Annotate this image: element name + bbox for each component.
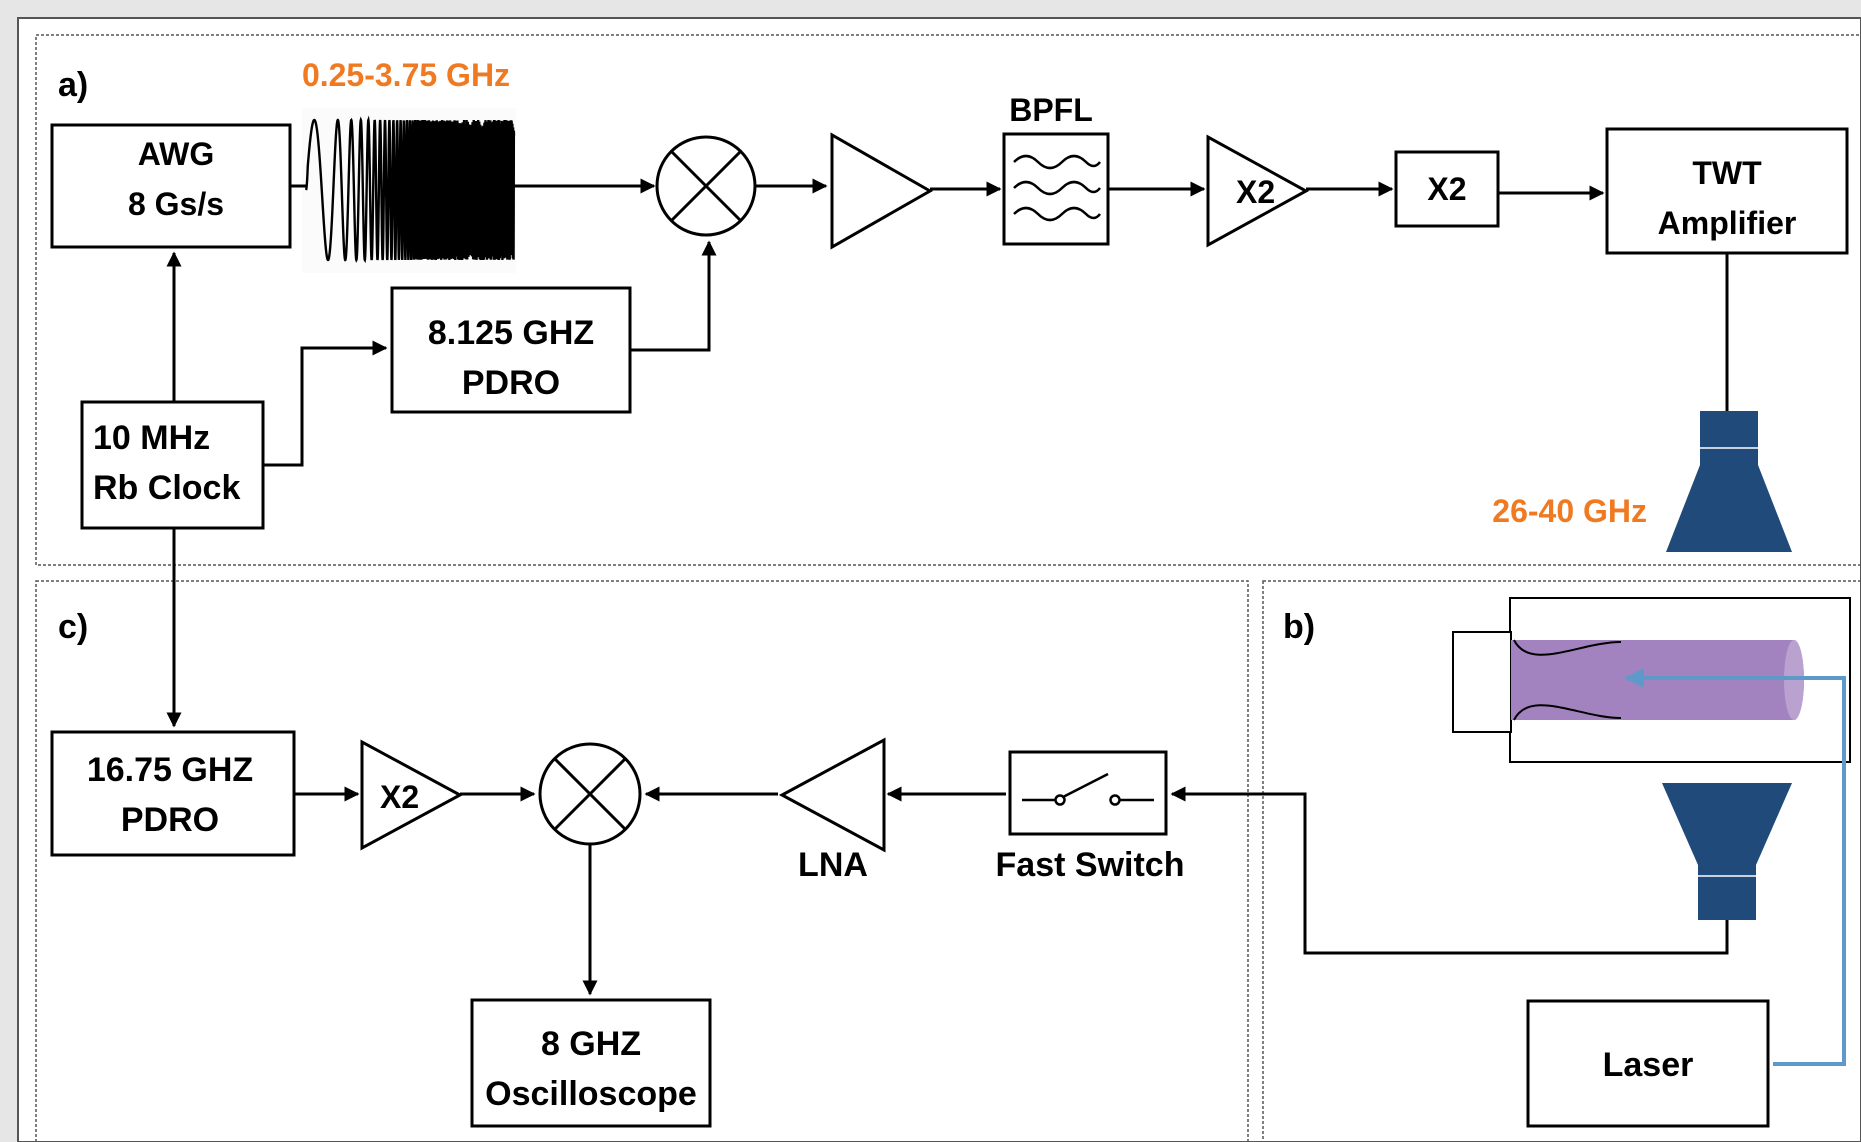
scope-label: Oscilloscope xyxy=(485,1075,697,1113)
pdro1-box xyxy=(390,286,632,414)
doubler-label: X2 xyxy=(1236,174,1275,210)
lo-doubler-label: X2 xyxy=(380,779,419,815)
clock-label: 10 MHz xyxy=(93,419,210,457)
bandpass-filter-icon xyxy=(1002,132,1110,246)
panel-b xyxy=(1262,580,1861,1142)
arrow-pdro1-to-mixer xyxy=(630,240,717,352)
horn-band-label: 26-40 GHz xyxy=(1492,493,1647,529)
panel-c xyxy=(35,580,1249,1142)
awg-label: AWG xyxy=(138,136,214,172)
receive-horn-icon xyxy=(1662,783,1792,920)
multiplier-box xyxy=(1394,150,1500,228)
panel-c-label: c) xyxy=(58,608,88,646)
upconversion-mixer xyxy=(655,135,757,237)
chirp-waveform xyxy=(304,115,516,264)
lna-label: LNA xyxy=(798,846,868,884)
pdro2-box xyxy=(50,730,296,857)
downconversion-mixer xyxy=(538,742,642,846)
arrow-clock-to-pdro1 xyxy=(263,340,388,467)
fast-switch-icon xyxy=(1008,750,1168,836)
pdro1-label: PDRO xyxy=(462,364,560,402)
lna-triangle xyxy=(778,737,886,853)
panel-a xyxy=(35,34,1861,566)
lo-doubler-triangle xyxy=(360,739,464,851)
pdro1-freq: 8.125 GHZ xyxy=(428,314,594,352)
laser-box xyxy=(1526,999,1770,1128)
arrow-horn-to-switch xyxy=(1170,786,1729,955)
panel-a-label: a) xyxy=(58,66,88,104)
transmit-horn-icon xyxy=(1666,411,1792,552)
twt-label-2: Amplifier xyxy=(1658,205,1797,241)
oscilloscope-box xyxy=(470,998,712,1128)
twt-label: TWT xyxy=(1692,155,1762,191)
laser-beam xyxy=(1624,668,1846,1066)
panel-b-label: b) xyxy=(1283,608,1315,646)
amplifier-triangle xyxy=(830,132,934,250)
bpfl-label: BPFL xyxy=(1009,92,1093,128)
pdro2-label: PDRO xyxy=(121,801,219,839)
awg-rate: 8 Gs/s xyxy=(128,186,224,222)
doubler-triangle xyxy=(1206,134,1310,248)
awg-box xyxy=(50,123,292,249)
chirp-band-label: 0.25-3.75 GHz xyxy=(302,57,510,93)
pdro2-freq: 16.75 GHZ xyxy=(87,751,253,789)
clock-label-2: Rb Clock xyxy=(93,469,240,507)
cell-end-cap xyxy=(1452,631,1512,733)
fast-switch-label: Fast Switch xyxy=(996,846,1185,884)
laser-label: Laser xyxy=(1603,1046,1694,1084)
scope-freq: 8 GHZ xyxy=(541,1025,641,1063)
multiplier-label: X2 xyxy=(1427,171,1466,207)
